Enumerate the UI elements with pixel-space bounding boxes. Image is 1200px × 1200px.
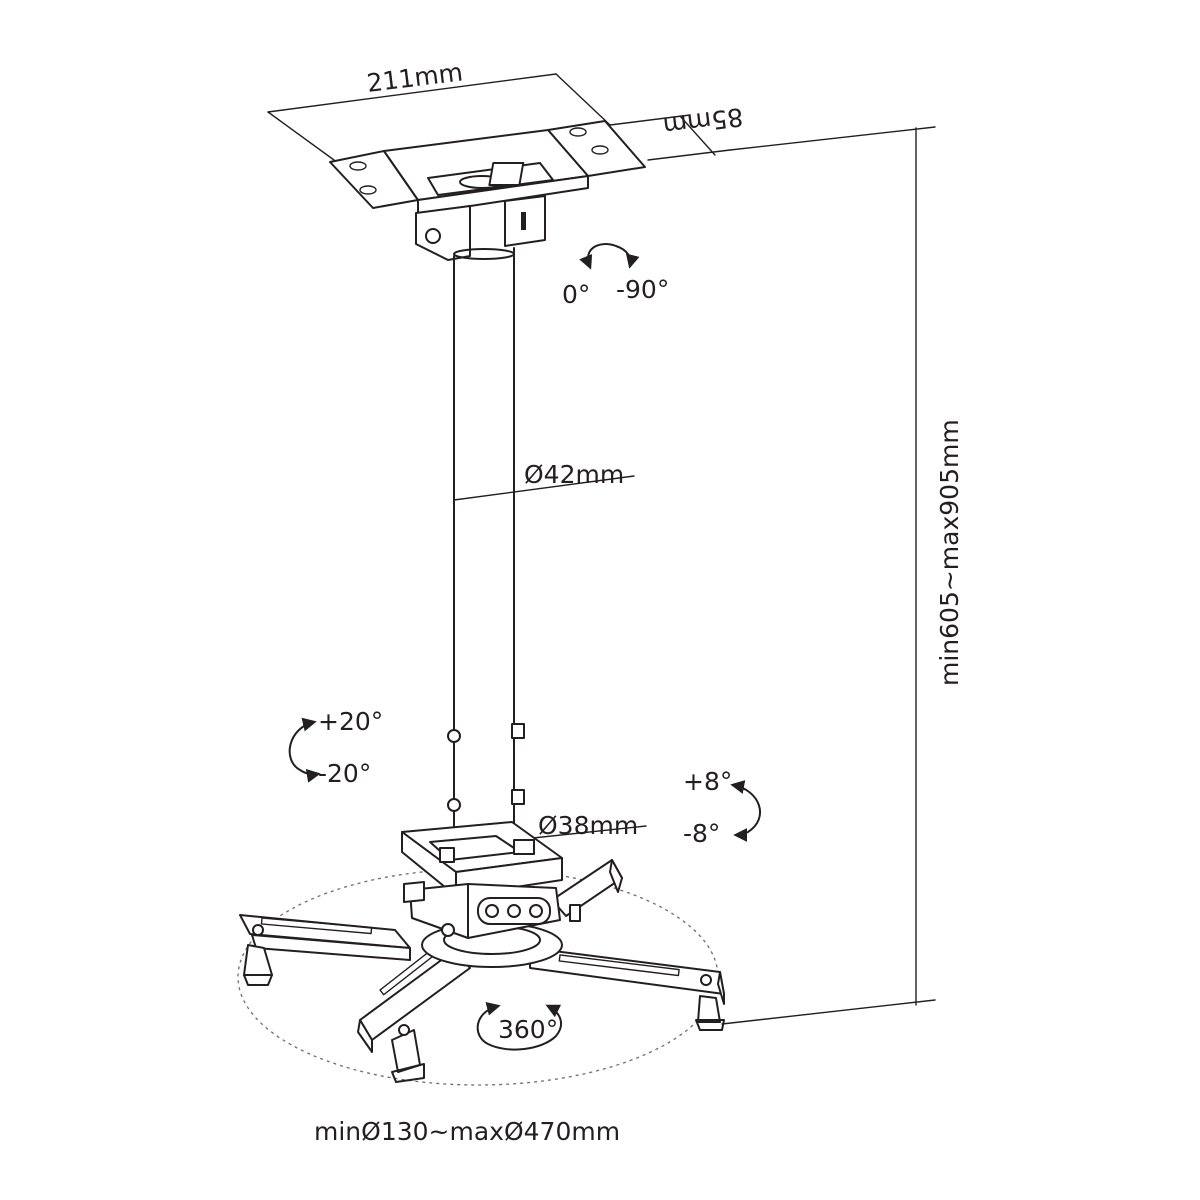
adjustment-holes [447, 723, 525, 812]
tilt-right-down-label: -8° [683, 819, 720, 848]
plate-width-dimension [267, 73, 611, 161]
tube-upper-diameter-label: Ø42mm [524, 460, 624, 489]
height-dimension [721, 126, 936, 1025]
arm-range-label: minØ130~maxØ470mm [314, 1117, 620, 1146]
rotation-arrow-icon [476, 1001, 563, 1051]
projector-bracket [239, 821, 725, 1083]
tilt-right-up-label: +8° [683, 767, 732, 796]
plate-width-label: 211mm [365, 57, 464, 98]
tube-lower-diameter-label: Ø38mm [538, 811, 638, 840]
height-range-label: min605~max905mm [935, 419, 964, 686]
ceiling-plate [329, 120, 646, 261]
upper-tube [453, 247, 515, 841]
tilt-arrow-right-icon [730, 780, 761, 842]
swivel-arrow-icon [288, 717, 321, 783]
lower-tube-diameter-dimension [513, 825, 647, 841]
tilt-top-b-label: -90° [616, 275, 669, 304]
tilt-left-up-label: +20° [318, 707, 383, 736]
upper-tube-diameter-dimension [453, 475, 635, 501]
rotation-label: 360° [498, 1015, 558, 1044]
tilt-top-a-label: 0° [562, 280, 590, 309]
plate-depth-label: 85mm [661, 102, 744, 141]
tilt-arrow-icon [579, 243, 640, 270]
tilt-left-down-label: -20° [318, 759, 371, 788]
plate-depth-dimension [609, 114, 731, 161]
